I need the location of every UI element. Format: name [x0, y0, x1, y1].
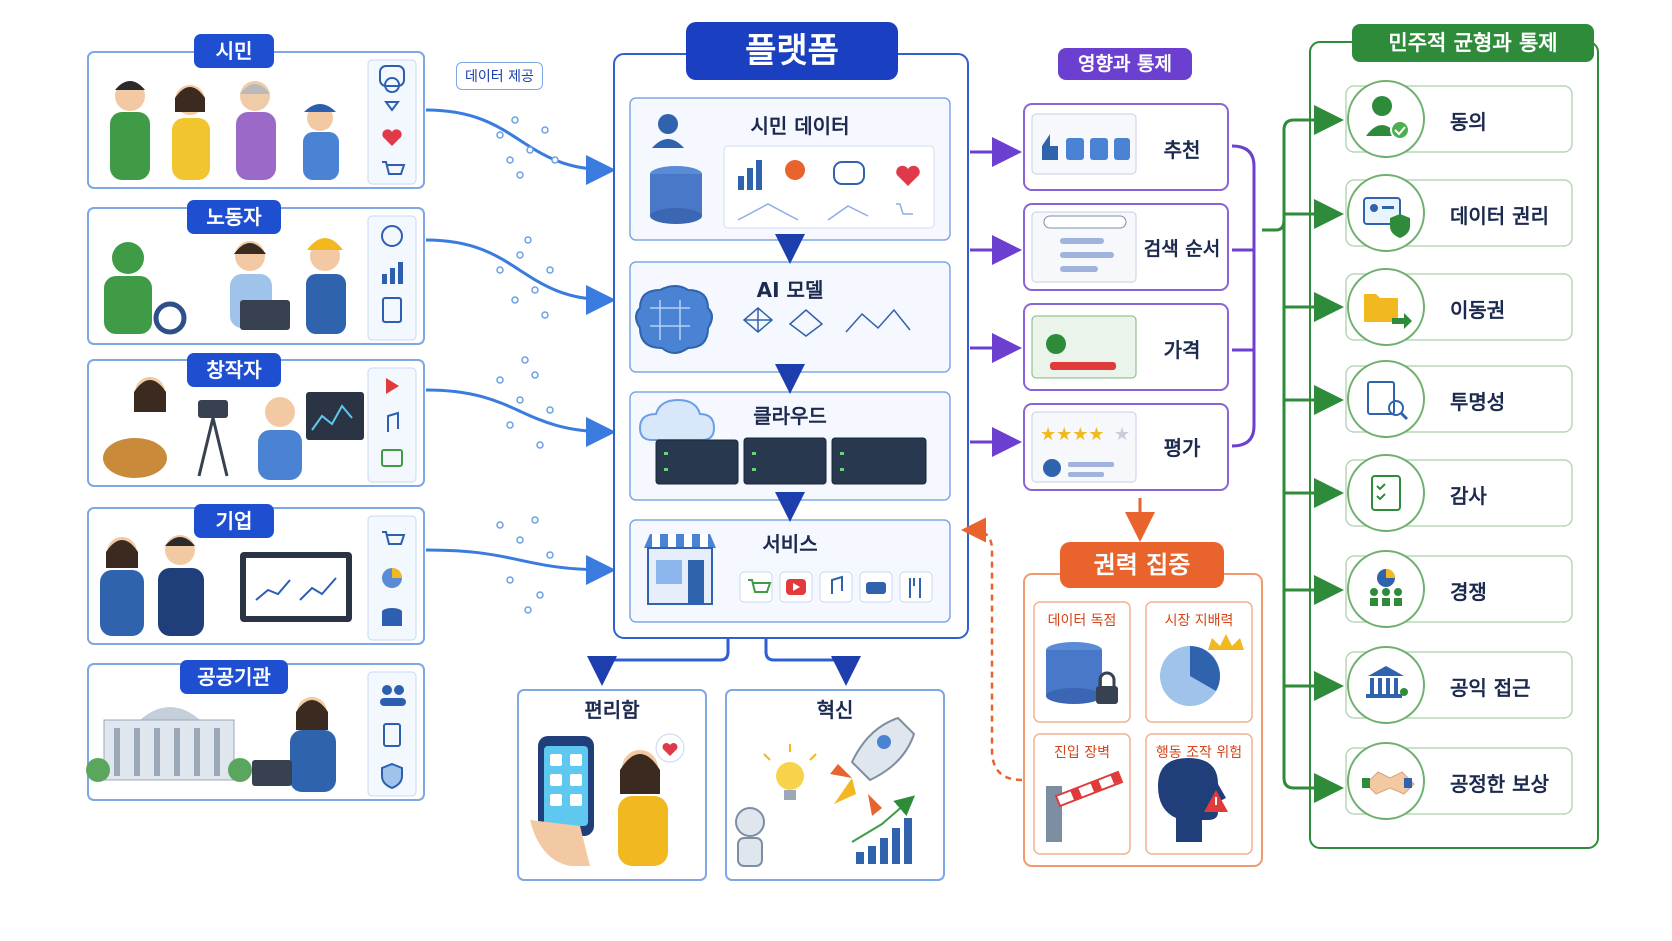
actor-tag-workers: 노동자	[187, 200, 281, 234]
shield-check-icon	[381, 762, 403, 790]
actor-tag-creators: 창작자	[187, 353, 281, 387]
democratic-item-fair-compensation: 공정한 보상	[1450, 772, 1549, 796]
democratic-item-portability: 이동권	[1450, 298, 1506, 322]
entry-barrier-illustration	[1046, 770, 1124, 842]
clock-icon	[381, 225, 403, 247]
document-search-icon	[1367, 381, 1409, 421]
play-icon	[386, 378, 399, 394]
democratic-item-competition: 경쟁	[1450, 580, 1487, 604]
power-feedback-arrow	[961, 517, 1023, 782]
democratic-item-transparency: 투명성	[1450, 390, 1506, 414]
outcome-label-innovation: 혁신	[816, 698, 854, 722]
heart-icon	[382, 129, 402, 146]
actor-panel-public-institutions	[86, 663, 425, 801]
service-illustration	[644, 534, 933, 605]
influence-card-visuals: ★★★★ ★	[1031, 113, 1137, 483]
power-cell-data-monopoly: 데이터 독점	[1047, 613, 1117, 629]
actor-panel-citizens	[87, 51, 425, 189]
data-provision-label: 데이터 제공	[456, 62, 543, 90]
companies-illustration	[100, 535, 352, 636]
data-particles	[496, 116, 559, 614]
platform-title: 플랫폼	[686, 22, 898, 80]
influence-item-search-ranking: 검색 순서	[1143, 238, 1221, 260]
manipulation-risk-illustration	[1158, 758, 1228, 842]
actor-panel-workers	[87, 207, 425, 345]
folder-transfer-icon	[1364, 294, 1412, 329]
music-note-icon	[387, 411, 399, 432]
actor-panel-creators	[87, 359, 425, 487]
actor-tag-public-institutions: 공공기관	[180, 660, 288, 694]
cloud-illustration	[638, 398, 927, 485]
actor-tag-citizens: 시민	[194, 34, 274, 68]
democratic-item-public-access: 공익 접근	[1450, 676, 1531, 700]
creators-illustration	[103, 377, 364, 480]
image-icon	[381, 449, 403, 467]
data-monopoly-illustration	[1046, 642, 1118, 704]
outcome-label-convenience: 편리함	[584, 698, 640, 722]
cart-icon	[382, 161, 406, 175]
outcome-arrows	[587, 638, 861, 686]
influence-item-pricing: 가격	[1163, 338, 1201, 362]
power-cell-entry-barrier: 진입 장벽	[1054, 745, 1110, 761]
innovation-illustration	[735, 716, 916, 867]
democratic-frame	[1309, 41, 1599, 849]
power-title: 권력 집중	[1060, 542, 1224, 588]
data-flow-arrows	[425, 108, 616, 585]
clipboard-icon	[382, 297, 402, 323]
ai-model-illustration	[635, 285, 911, 354]
workers-illustration	[104, 238, 346, 335]
actor-panel-companies	[87, 507, 425, 645]
svg-text:★★★★: ★★★★	[1040, 424, 1105, 445]
democratic-item-audit: 감사	[1450, 484, 1487, 508]
influence-item-rating: 평가	[1163, 436, 1201, 460]
influence-bracket	[1231, 144, 1256, 448]
person-check-icon	[1366, 96, 1410, 140]
bar-chart-icon	[382, 262, 403, 284]
citizen-data-illustration	[650, 114, 935, 229]
influence-title: 영향과 통제	[1058, 48, 1192, 80]
democratic-item-consent: 동의	[1450, 110, 1487, 134]
svg-text:★: ★	[1114, 424, 1130, 445]
democratic-connectors	[1262, 105, 1344, 803]
location-pin-icon	[384, 77, 401, 112]
convenience-illustration	[530, 733, 685, 866]
public-building-illustration	[86, 697, 336, 792]
handshake-icon	[1362, 771, 1415, 795]
democratic-title: 민주적 균형과 통제	[1352, 24, 1594, 62]
competition-chart-icon	[1370, 569, 1402, 606]
layer-label-citizen-data: 시민 데이터	[750, 114, 850, 138]
layer-label-service: 서비스	[762, 532, 818, 556]
democratic-item-data-rights: 데이터 권리	[1450, 204, 1549, 228]
power-cell-manipulation-risk: 행동 조작 위험	[1155, 745, 1243, 761]
chat-icon	[379, 65, 405, 87]
public-institution-icon	[1366, 666, 1408, 698]
cart-icon	[382, 531, 406, 545]
influence-item-recommendation: 추천	[1163, 138, 1201, 162]
power-cell-market-dominance: 시장 지배력	[1164, 613, 1234, 629]
citizens-illustration	[110, 81, 339, 180]
actor-tag-companies: 기업	[194, 504, 274, 538]
document-icon	[383, 723, 401, 747]
audit-checklist-icon	[1371, 475, 1401, 511]
influence-arrows	[970, 137, 1022, 457]
layer-label-cloud: 클라우드	[753, 404, 827, 428]
layer-label-ai-model: AI 모델	[756, 278, 824, 302]
people-icon	[380, 685, 406, 706]
id-card-shield-icon	[1363, 197, 1410, 238]
market-dominance-illustration	[1160, 634, 1244, 706]
